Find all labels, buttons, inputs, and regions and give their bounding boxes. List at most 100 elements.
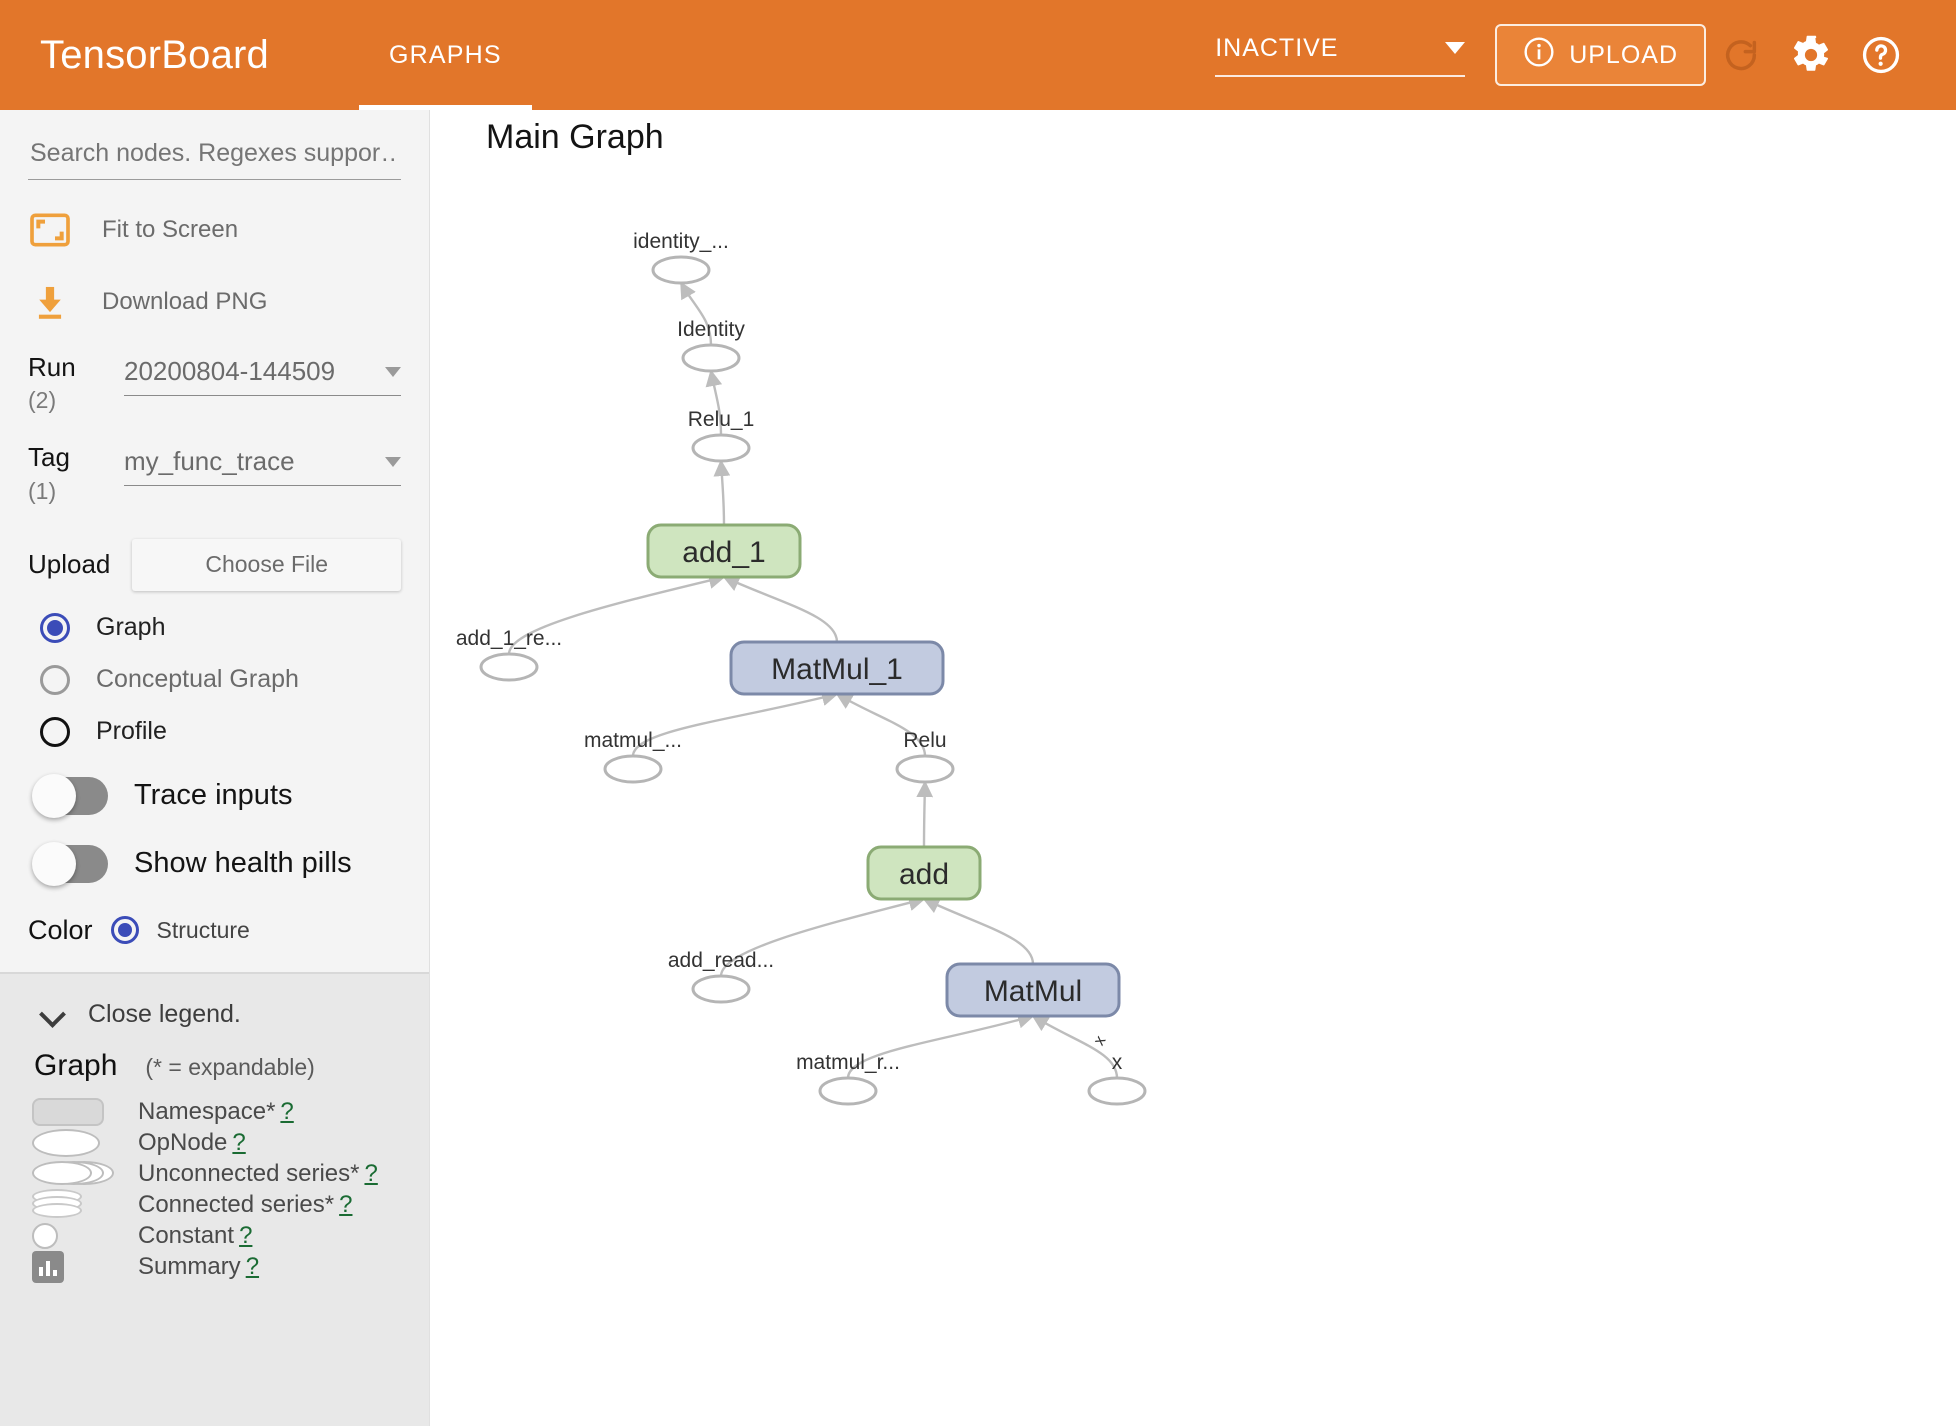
toggle-show-health-pills-label: Show health pills: [134, 847, 352, 880]
fit-to-screen-label: Fit to Screen: [102, 216, 239, 243]
upload-row: Upload Choose File: [28, 538, 401, 591]
run-select-value: 20200804-144509: [124, 356, 336, 386]
top-app-bar: TensorBoard GRAPHS INACTIVE UPLOAD: [0, 0, 1956, 110]
constant-swatch-icon: [28, 1223, 138, 1250]
chevron-down-icon: [385, 456, 401, 467]
app-logo: TensorBoard: [40, 32, 269, 77]
radio-color-structure-indicator[interactable]: [110, 916, 139, 945]
connected-series-swatch-icon: [28, 1189, 138, 1221]
download-png-button[interactable]: Download PNG: [28, 280, 401, 324]
tag-label: Tag: [28, 442, 70, 473]
legend-label-connected-series: Connected series*: [138, 1191, 335, 1219]
download-icon: [28, 280, 72, 324]
close-legend-label: Close legend.: [88, 999, 241, 1028]
close-legend-button[interactable]: Close legend.: [28, 1000, 401, 1029]
green-node-shape: [866, 845, 982, 901]
tag-label-box: Tag (1): [28, 442, 124, 504]
edge-annotation-label: x: [1091, 1033, 1110, 1048]
tag-select-value: my_func_trace: [124, 446, 295, 477]
fit-to-screen-button[interactable]: Fit to Screen: [28, 208, 401, 252]
legend-label-unconnected-series: Unconnected series*: [138, 1160, 360, 1188]
graph-edge: [713, 459, 731, 526]
graph-edge: [922, 897, 1035, 965]
graph-node-x[interactable]: x: [1087, 1051, 1147, 1106]
blue-node-shape: [945, 962, 1121, 1018]
graph-node-matmul_r[interactable]: matmul_r...: [796, 1051, 900, 1106]
legend-note: (* = expandable): [145, 1053, 315, 1080]
opnode-shape: [479, 652, 539, 682]
status-select[interactable]: INACTIVE: [1215, 33, 1466, 77]
graph-node-label: add_1_re...: [456, 627, 562, 650]
page-title: Main Graph: [486, 118, 664, 156]
graph-node-add_1[interactable]: add_1: [646, 523, 802, 579]
status-select-value: INACTIVE: [1215, 33, 1339, 62]
help-link-namespace[interactable]: ?: [280, 1098, 294, 1126]
chevron-down-icon: [1445, 42, 1466, 54]
opnode-shape: [691, 974, 751, 1004]
graph-node-MatMul[interactable]: MatMul: [945, 962, 1121, 1018]
radio-conceptual-graph[interactable]: Conceptual Graph: [28, 664, 401, 695]
chevron-down-icon: [385, 366, 401, 377]
legend-title: Graph: [34, 1048, 118, 1082]
graph-node-label: matmul_r...: [796, 1051, 900, 1074]
search-input[interactable]: [28, 138, 401, 169]
help-link-opnode[interactable]: ?: [232, 1129, 246, 1157]
graph-node-add_1_re[interactable]: add_1_re...: [456, 627, 562, 682]
radio-profile-indicator: [40, 716, 70, 747]
run-select[interactable]: 20200804-144509: [124, 356, 401, 396]
graph-node-Relu_1[interactable]: Relu_1: [688, 408, 755, 463]
opnode-shape: [681, 343, 741, 373]
color-structure-label: Structure: [156, 916, 250, 943]
graph-node-matmul_c[interactable]: matmul_...: [584, 729, 682, 784]
graph-node-MatMul_1[interactable]: MatMul_1: [729, 640, 945, 696]
help-link-constant[interactable]: ?: [239, 1222, 253, 1250]
help-link-connected-series[interactable]: ?: [339, 1191, 353, 1219]
graph-node-identity_out[interactable]: identity_...: [633, 230, 729, 285]
toggle-trace-inputs-label: Trace inputs: [134, 779, 293, 812]
opnode-swatch-icon: [28, 1129, 138, 1158]
tag-row: Tag (1) my_func_trace: [28, 442, 401, 504]
toggle-show-health-pills[interactable]: Show health pills: [28, 841, 401, 886]
graph-node-Relu[interactable]: Relu: [895, 729, 955, 784]
graph-node-add[interactable]: add: [866, 845, 982, 901]
gear-icon: [1793, 35, 1829, 71]
help-link-summary[interactable]: ?: [245, 1253, 260, 1281]
legend-label-namespace: Namespace*: [138, 1098, 276, 1126]
legend-item-unconnected-series: Unconnected series*?: [28, 1159, 401, 1190]
graph-edge: [722, 575, 839, 643]
toggle-trace-inputs[interactable]: Trace inputs: [28, 773, 401, 818]
graph-node-add_read[interactable]: add_read...: [668, 949, 774, 1004]
run-row: Run (2) 20200804-144509: [28, 353, 401, 414]
graph-edge: [916, 780, 934, 848]
legend-header: Graph (* = expandable): [28, 1049, 401, 1083]
graph-node-Identity[interactable]: Identity: [677, 318, 745, 373]
color-row: Color Structure: [28, 915, 401, 972]
radio-profile[interactable]: Profile: [28, 716, 401, 747]
radio-graph[interactable]: Graph: [28, 612, 401, 643]
help-button[interactable]: [1846, 20, 1916, 90]
opnode-shape: [651, 255, 711, 285]
legend-item-opnode: OpNode?: [28, 1128, 401, 1159]
namespace-swatch-icon: [28, 1098, 138, 1127]
legend-item-connected-series: Connected series*?: [28, 1189, 401, 1221]
radio-profile-label: Profile: [96, 717, 167, 746]
graph-node-label: Relu: [903, 729, 946, 752]
settings-button[interactable]: [1776, 20, 1846, 90]
opnode-shape: [691, 433, 751, 463]
upload-button[interactable]: UPLOAD: [1495, 24, 1706, 86]
toggle-trace-inputs-switch: [32, 773, 108, 818]
sidebar-controls: Fit to Screen Download PNG Run (2) 20200…: [0, 138, 429, 972]
tab-graphs[interactable]: GRAPHS: [359, 0, 532, 110]
search-row: [28, 138, 401, 180]
run-count: (2): [28, 387, 57, 414]
tag-select[interactable]: my_func_trace: [124, 446, 401, 487]
choose-file-button[interactable]: Choose File: [132, 538, 401, 591]
graph-node-label: identity_...: [633, 230, 729, 253]
run-label-box: Run (2): [28, 353, 124, 414]
help-link-unconnected-series[interactable]: ?: [364, 1160, 378, 1188]
chevron-down-icon: [40, 1001, 66, 1027]
refresh-button[interactable]: [1706, 20, 1776, 90]
